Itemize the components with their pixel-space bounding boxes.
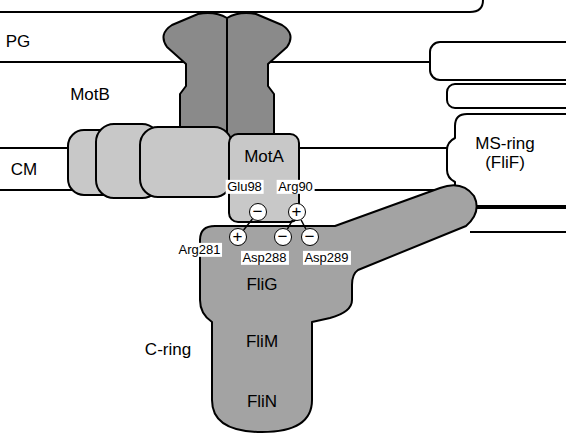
ring-line <box>470 207 566 209</box>
membrane-line <box>0 147 450 149</box>
residue-label: Arg90 <box>276 179 315 193</box>
rod-ring <box>447 84 566 108</box>
charge-circle: +Arg281 <box>229 228 247 246</box>
mota-cylinder <box>68 130 120 195</box>
c-ring: C-ringFliGFliMFliN <box>198 180 488 436</box>
ring-name: MS-ring (FliF) <box>460 135 550 172</box>
charge-circle: −Asp288 <box>274 228 292 246</box>
residue-label: Asp289 <box>302 250 350 264</box>
protein-name: FliG <box>246 276 277 295</box>
layer-label: PG <box>6 33 31 52</box>
protein-name: MotA <box>244 148 284 167</box>
node-outline <box>158 10 298 145</box>
node-shape <box>163 13 290 140</box>
protein-name: FliM <box>246 333 278 352</box>
salt-bridge-line <box>301 220 306 229</box>
charge-sign: − <box>253 202 263 221</box>
residue-label: Glu98 <box>225 179 264 193</box>
charge-sign: + <box>233 227 243 246</box>
mota-cylinder <box>96 124 160 198</box>
protein-name: FliN <box>247 393 277 412</box>
charge-circle: −Glu98 <box>249 203 267 221</box>
residue-label: Arg281 <box>177 242 223 256</box>
motb-stator: MotB <box>158 10 298 145</box>
charge-circle: −Asp289 <box>301 228 319 246</box>
node-shape <box>200 185 477 432</box>
layer-label: CM <box>11 161 37 180</box>
lp-ring <box>430 42 566 80</box>
charge-sign: − <box>278 227 288 246</box>
charge-sign: − <box>305 227 315 246</box>
ring-name: C-ring <box>145 341 191 360</box>
salt-bridge-line <box>244 219 253 230</box>
charge-sign: + <box>292 202 302 221</box>
salt-bridge-line <box>287 220 292 229</box>
protein-name: MotB <box>70 86 110 105</box>
charge-circle: +Arg90 <box>288 203 306 221</box>
residue-label: Asp288 <box>240 250 288 264</box>
peptidoglycan-line <box>0 0 483 12</box>
node-outline <box>198 180 488 436</box>
ring-line <box>470 231 566 233</box>
